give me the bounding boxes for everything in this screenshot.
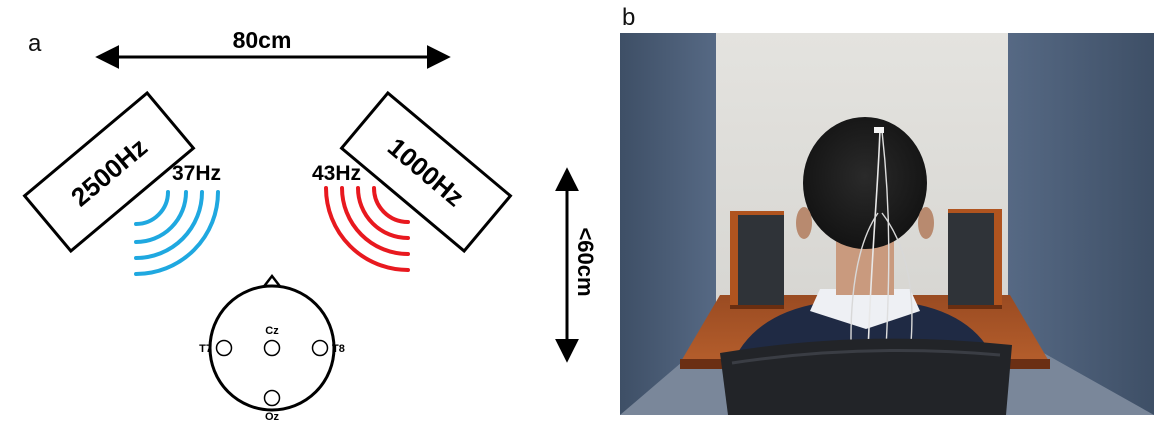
speaker-right: 1000Hz [339,90,513,254]
experiment-photo [620,33,1154,415]
speaker-left-modulation: 37Hz [172,162,221,185]
speaker-right-modulation: 43Hz [312,162,361,185]
electrode-oz [263,389,281,407]
horizontal-distance-label: 80cm [233,27,292,53]
vertical-distance-label: <60cm [573,227,598,296]
experimental-setup-diagram: 80cm <60cm 2500Hz 1000Hz 37Hz 43Hz Cz T7 [22,27,598,423]
panel-a-label: a [28,30,42,57]
booth-left-wall [620,33,716,415]
chair-back [720,338,1012,415]
electrode-label-oz: Oz [265,411,280,423]
electrode-cz [263,339,281,357]
photo-speaker-right [948,209,1002,309]
electrode-label-t7: T7 [199,343,212,355]
head-electrode-map: Cz T7 T8 Oz [199,273,345,423]
electrode-label-cz: Cz [265,325,279,337]
nose-marker [261,273,283,290]
photo-speaker-left [730,211,784,309]
panel-b-label: b [622,4,636,31]
electrode-label-t8: T8 [332,343,345,355]
booth-right-wall [1008,33,1154,415]
sound-waves-left [134,190,220,276]
electrode-t7 [215,339,233,357]
speaker-left: 2500Hz [22,90,196,254]
electrode-t8 [311,339,329,357]
sound-waves-right [324,186,410,272]
